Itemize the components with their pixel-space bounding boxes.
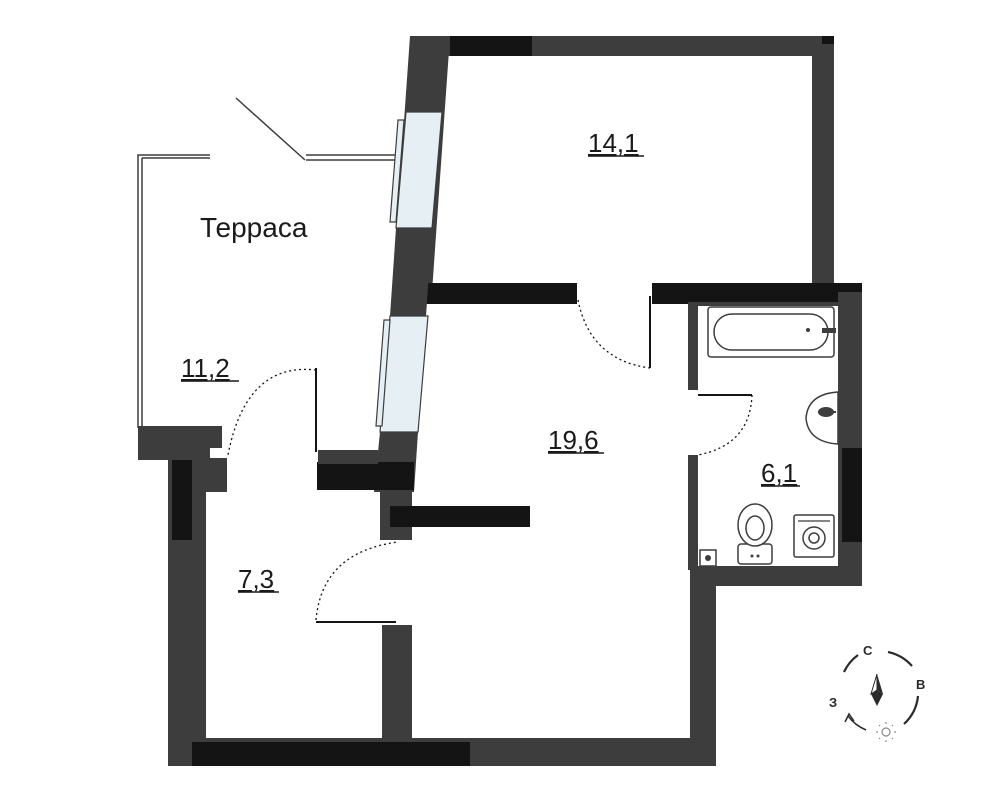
bath-area: 6,1 <box>761 458 797 488</box>
bath-bottom-wall <box>690 566 862 586</box>
bath-left-wall-lower <box>688 455 698 570</box>
terrace-outline <box>137 97 400 428</box>
bedroom-door-swing <box>577 299 651 369</box>
sink-icon <box>805 391 839 445</box>
terrace-door-leaf <box>235 97 306 161</box>
terrace-hall-door-swing <box>227 368 317 456</box>
riser-icon <box>699 549 717 567</box>
hall-right-wall <box>382 625 412 740</box>
terrace-area: 11,2 <box>181 353 230 383</box>
living-partition-wall <box>390 506 530 527</box>
bedroom-bottom-wall-left <box>415 283 577 304</box>
bathtub-icon <box>707 306 836 358</box>
hall-area: 7,3 <box>238 564 274 594</box>
sun-icon <box>876 722 896 742</box>
compass-west: З <box>829 695 837 710</box>
bedroom-right-wall <box>812 40 834 292</box>
compass-east: В <box>916 677 925 692</box>
bedroom-area: 14,1 <box>588 128 639 158</box>
bedroom-bottom-wall-right <box>652 283 862 304</box>
living-area: 19,6 <box>548 425 599 455</box>
compass-needle-icon <box>870 673 883 706</box>
hall-door-swing <box>315 541 399 621</box>
living-walls <box>138 426 716 766</box>
terrace-corner-wall <box>138 426 210 460</box>
doors <box>227 296 753 623</box>
bathroom-walls <box>688 292 862 586</box>
washing-machine-icon <box>793 514 835 558</box>
terrace-name: Терраса <box>200 212 308 243</box>
bedroom-walls <box>392 36 862 304</box>
compass-north: С <box>863 643 873 658</box>
bath-door-swing <box>697 394 753 456</box>
hall-top-wall <box>317 462 414 490</box>
facade-windows <box>374 111 443 492</box>
bath-left-wall-upper <box>688 302 698 390</box>
toilet-icon <box>737 503 773 565</box>
living-right-wall <box>690 570 716 766</box>
compass: С В З <box>829 643 925 742</box>
